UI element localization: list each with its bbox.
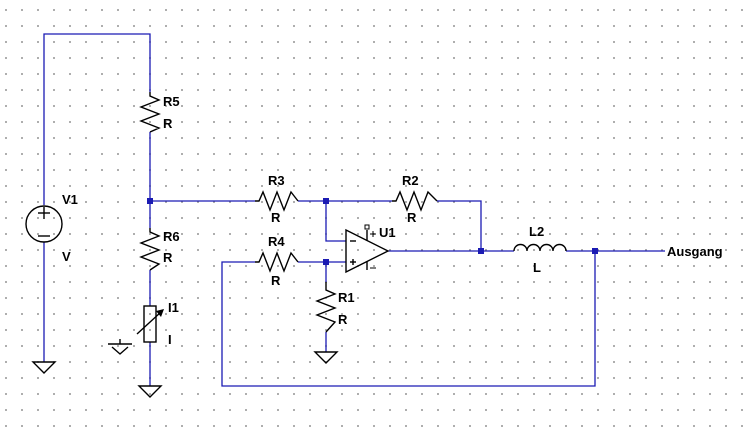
r5-symbol[interactable] [139,92,161,133]
junction-inverting-node [323,198,329,204]
ground-v1-icon [31,361,57,374]
r1-value-label: R [338,312,348,327]
r1-resistor[interactable]: R1 R [315,282,355,333]
l2-name-label: L2 [529,224,544,239]
r3-name-label: R3 [268,173,285,188]
r3-symbol[interactable] [255,190,299,212]
l2-symbol[interactable] [513,243,567,252]
r2-resistor[interactable]: R2 R [392,173,438,225]
i1-name-label: I1 [168,300,179,315]
r5-name-label: R5 [163,94,180,109]
v1-name-label: V1 [62,192,78,207]
r4-symbol[interactable] [255,251,299,273]
i1-arrow-head [156,309,164,317]
r2-value-label: R [407,210,417,225]
l2-value-label: L [533,260,541,275]
r4-name-label: R4 [268,234,285,249]
r6-value-label: R [163,250,173,265]
wire-top-loop[interactable] [43,33,151,205]
wires [43,33,665,387]
i1-arrow-line [136,311,162,335]
r2-symbol[interactable] [392,190,438,212]
l2-inductor[interactable]: L2 L [513,224,567,275]
r2-name-label: R2 [402,173,419,188]
u1-supply-top-pad [364,224,370,230]
r3-value-label: R [271,210,281,225]
ground-i1-icon [137,385,163,398]
i1-value-label: I [168,332,172,347]
i1-current-source[interactable]: I1 I [136,300,179,347]
r6-symbol[interactable] [139,228,161,271]
v1-voltage-source[interactable]: V1 V [25,192,78,264]
v1-symbol[interactable] [25,205,63,243]
ground-r1-icon [313,351,339,364]
v1-value-label: V [62,249,71,264]
r6-resistor[interactable]: R6 R [139,228,180,271]
junction-noninverting-node [323,259,329,265]
junctions [147,198,598,265]
r6-name-label: R6 [163,229,180,244]
i1-symbol[interactable] [143,305,157,343]
u1-name-label: U1 [379,225,396,240]
junction-output-node [592,248,598,254]
r1-symbol[interactable] [315,282,337,333]
wire-feedback-loop[interactable] [221,251,596,387]
r4-value-label: R [271,273,281,288]
junction-divider-node [147,198,153,204]
junction-opamp-output [478,248,484,254]
r4-resistor[interactable]: R4 R [255,234,299,288]
r1-name-label: R1 [338,290,355,305]
u1-opamp[interactable]: U1 [345,224,396,274]
r3-resistor[interactable]: R3 R [255,173,299,225]
wire-inv-input[interactable] [325,201,346,242]
output-net-label[interactable]: Ausgang [667,244,723,259]
r5-resistor[interactable]: R5 R [139,92,180,133]
probe-marker-icon [108,339,132,355]
r5-value-label: R [163,116,173,131]
wire-r2-to-output[interactable] [437,200,482,251]
